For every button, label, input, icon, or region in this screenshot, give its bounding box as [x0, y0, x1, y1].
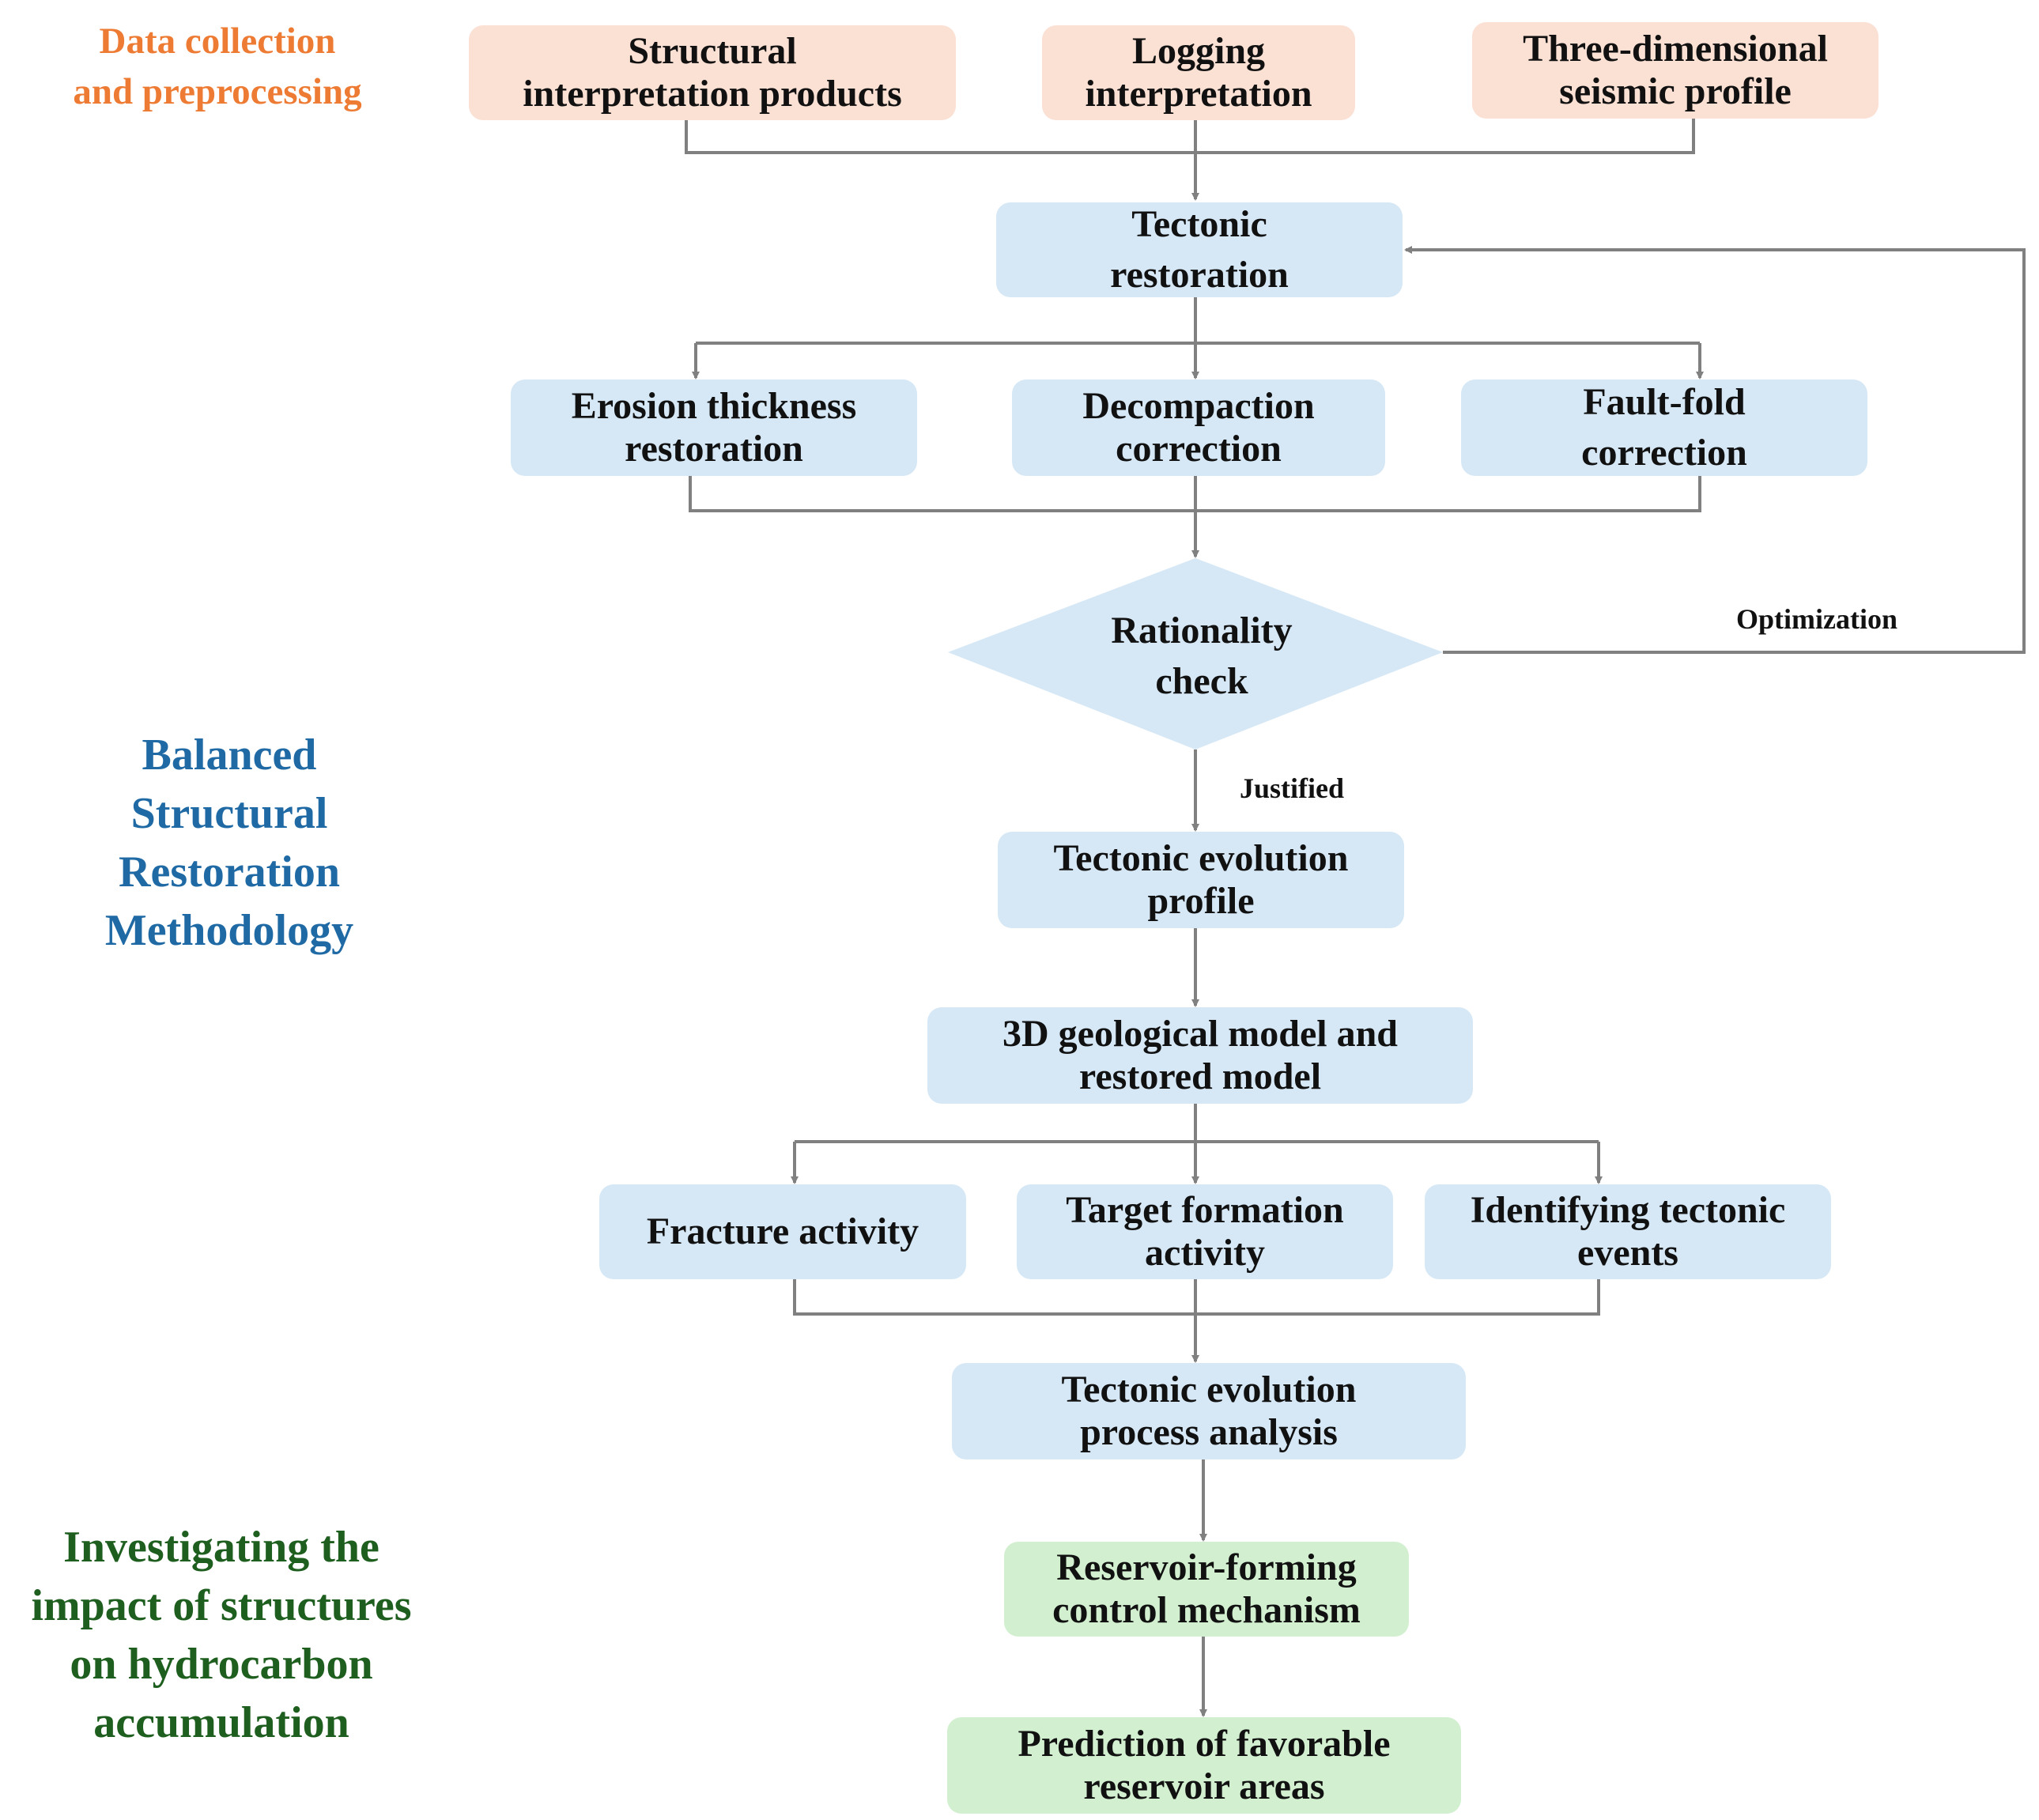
prediction-node: Prediction of favorable reservoir areas [947, 1717, 1461, 1814]
fracture-activity-node: Fracture activity [599, 1184, 966, 1279]
node-label: Fracture activity [646, 1210, 919, 1252]
seismic-profile-node: Three-dimensional seismic profile [1472, 22, 1879, 119]
logging-interpretation-node: Logging interpretation [1042, 25, 1355, 120]
node-label: 3D geological model and restored model [1003, 1013, 1398, 1097]
erosion-thickness-node: Erosion thickness restoration [511, 379, 917, 476]
target-formation-node: Target formation activity [1017, 1184, 1393, 1279]
node-label: Three-dimensional seismic profile [1523, 28, 1828, 112]
impact-heading: Investigating the impact of structures o… [31, 1523, 412, 1747]
rationality-check-label: Rationality check [1111, 610, 1293, 702]
node-label: Tectonic evolution process analysis [1061, 1369, 1357, 1453]
node-label: Tectonic restoration [1110, 203, 1289, 296]
node-label: Structural interpretation products [523, 30, 902, 115]
geological-model-node: 3D geological model and restored model [927, 1007, 1473, 1104]
node-label: Prediction of favorable reservoir areas [1018, 1723, 1391, 1807]
node-label: Fault-fold correction [1581, 381, 1747, 474]
tectonic-events-node: Identifying tectonic events [1425, 1184, 1831, 1279]
node-label: Erosion thickness restoration [571, 385, 857, 470]
node-label: Target formation activity [1066, 1189, 1344, 1274]
decompaction-node: Decompaction correction [1012, 379, 1385, 476]
node-label: Logging interpretation [1085, 30, 1312, 115]
structural-interpretation-node: Structural interpretation products [469, 25, 956, 120]
decision-diamond [948, 558, 1443, 750]
optimization-label: Optimization [1736, 603, 1897, 635]
process-analysis-node: Tectonic evolution process analysis [952, 1363, 1466, 1459]
fault-fold-node: Fault-fold correction [1461, 379, 1867, 476]
tectonic-restoration-node: Tectonic restoration [996, 202, 1403, 297]
justified-label: Justified [1240, 772, 1345, 804]
evolution-profile-node: Tectonic evolution profile [998, 832, 1404, 928]
methodology-heading: Balanced Structural Restoration Methodol… [104, 731, 354, 955]
node-label: Decompaction correction [1082, 385, 1315, 470]
data-collection-heading: Data collection and preprocessing [73, 21, 362, 112]
node-label: Reservoir-forming control mechanism [1052, 1546, 1361, 1631]
node-label: Tectonic evolution profile [1053, 837, 1349, 922]
control-mechanism-node: Reservoir-forming control mechanism [1004, 1542, 1409, 1637]
node-label: Identifying tectonic events [1470, 1189, 1786, 1274]
